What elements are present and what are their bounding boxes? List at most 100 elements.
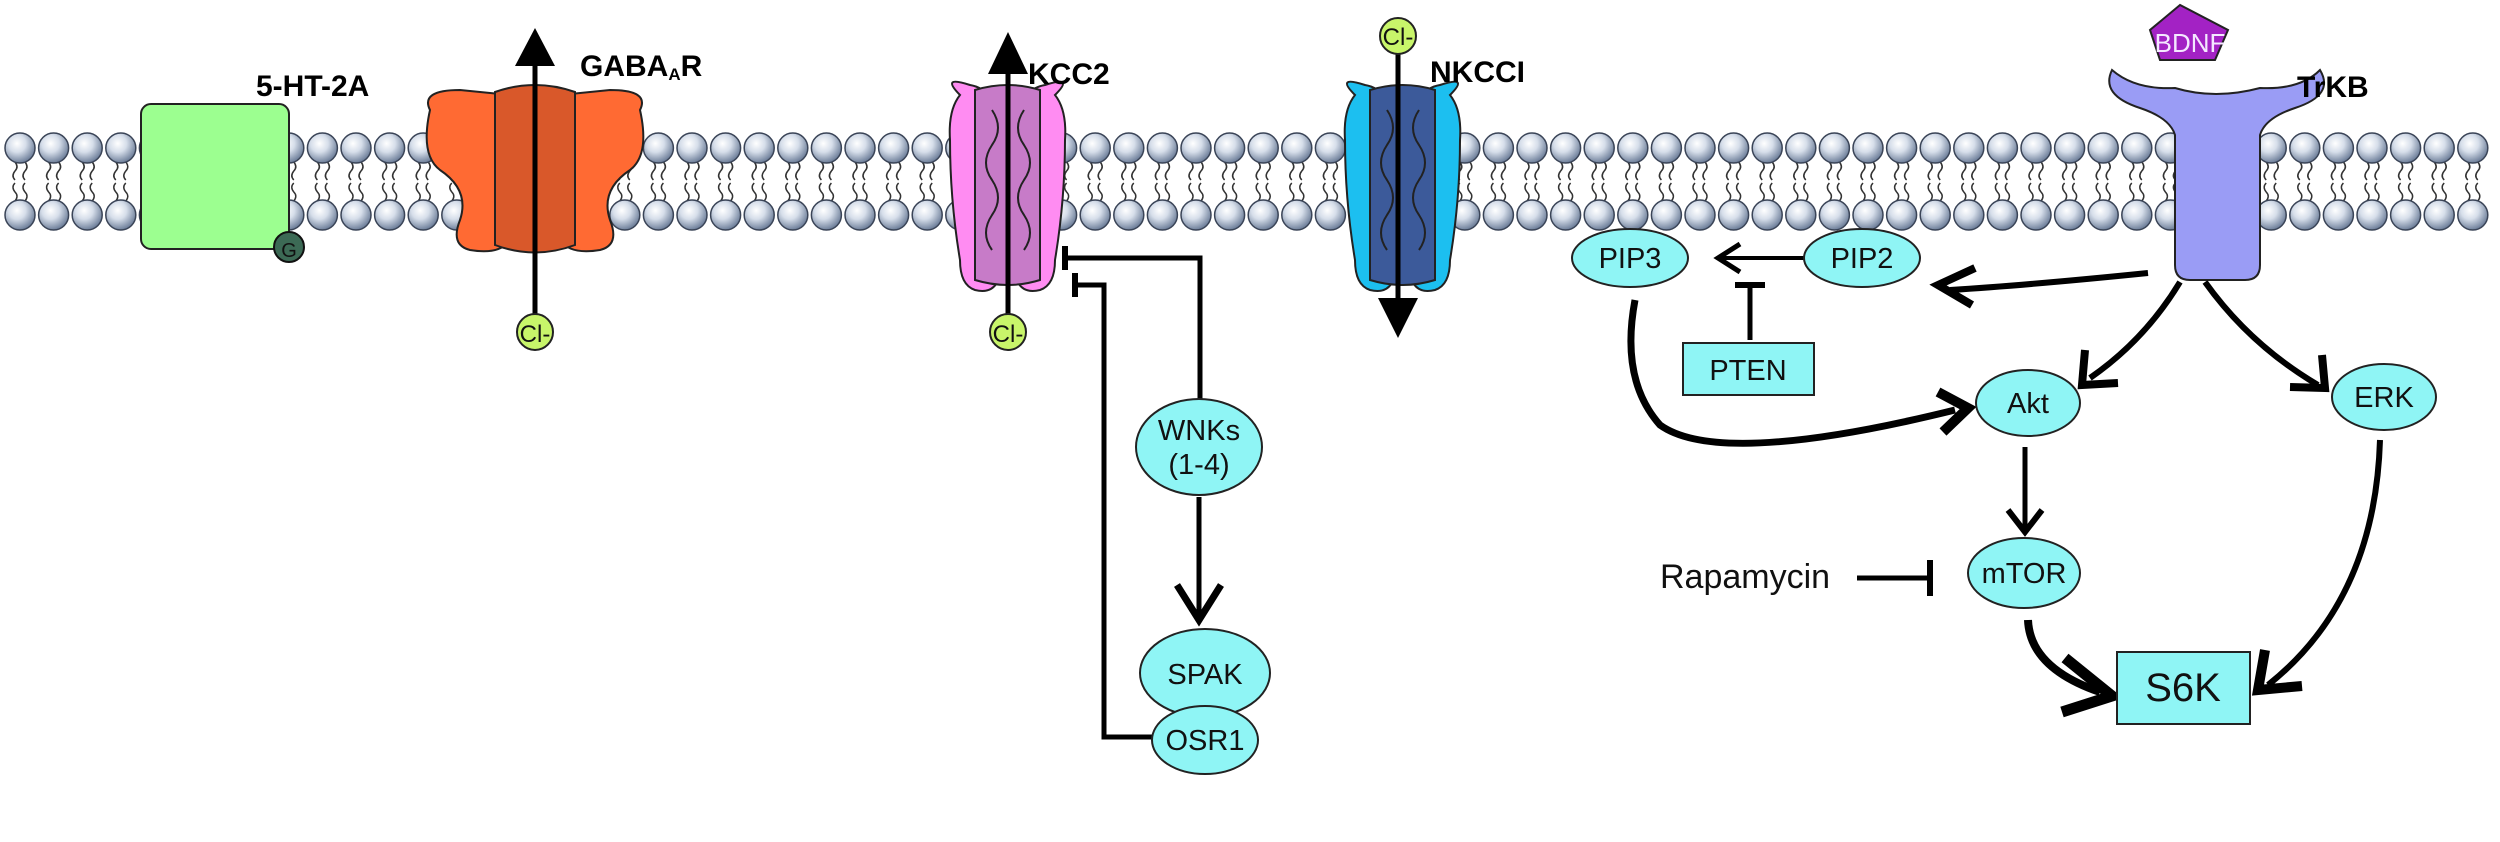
lipid-tail [751,182,757,202]
lipid-tail [55,182,62,202]
lipid-tail [1332,182,1339,202]
lipid-tail [818,182,825,202]
lipid-tail [79,161,85,181]
lipid-tail [1154,182,1161,202]
lipid-tail [2407,161,2414,181]
lipid-tail [2095,161,2101,181]
lipid-tail [1658,161,1665,181]
lipid-tail [1490,182,1497,202]
lipid-head [1583,132,1615,164]
lipid-tail [2105,161,2111,181]
lipid-head [743,132,775,164]
lipid-head [1180,132,1212,164]
lipid-tail [1971,161,1977,181]
lipid-tail [2273,182,2279,202]
lipid-head [1281,132,1313,164]
lipid-head [1146,199,1179,231]
trkb-label: TrKB [2297,71,2369,104]
pten-label: PTEN [1709,355,1786,387]
lipid-head [1549,199,1582,231]
gaba-arrowhead-icon [515,28,555,66]
wnks-label: WNKs [1158,415,1240,447]
lipid-tail [45,182,52,202]
lipid-head [1953,132,1985,164]
pten-node [1682,342,1815,396]
lipid-tail [1121,161,1127,181]
lipid-head [2020,199,2052,231]
lipid-tail [2297,161,2303,181]
lipid-head [2389,199,2422,231]
lipid-tail [1769,182,1775,202]
lipid-tail [2105,182,2111,202]
lipid-tail [1322,161,1329,181]
lipid-tail [895,161,902,181]
lipid-tail [2028,161,2034,181]
lipid-tail [1231,161,1238,181]
wnk-to-spak-arrowhead-icon [1174,583,1224,627]
lipid-tail [391,161,398,181]
lipid-tail [2263,182,2269,202]
lipid-head [2389,132,2422,164]
s6k-node [2116,651,2251,725]
lipid-head [2053,132,2086,164]
lipid-tail [1692,182,1698,202]
lipid-tail [291,182,297,202]
lipid-head [1516,199,1548,231]
lipid-head [2423,199,2455,231]
lipid-tail [2071,161,2078,181]
lipid-tail [123,182,129,202]
lipid-tail [2038,161,2044,181]
trkb-body [2108,68,2326,281]
kcc2-wave-left [985,109,999,251]
lipid-tail [751,161,757,181]
lipid-tail [929,182,935,202]
lipid-head [877,132,910,164]
bdnf-label: BDNF [2155,28,2226,58]
lipid-tail [1994,161,2001,181]
pip3-node [1571,228,1689,288]
lipid-head [1146,132,1179,164]
lipid-head [1482,199,1515,231]
lipid-head [1079,132,1111,164]
lipid-tail [324,182,331,202]
lipid-head [1751,199,1783,231]
lipid-tail [1164,182,1171,202]
lipid-tail [381,182,388,202]
lipid-tail [2129,161,2135,181]
lipid-tail [1668,182,1675,202]
mtor-to-s6k-arrowhead-icon [2060,653,2124,718]
lipid-tail [828,161,835,181]
lipid-head [2356,199,2388,231]
lipid-tail [1725,161,1732,181]
lipid-tail [1870,161,1876,181]
mtor-to-s6k-line [2024,619,2102,696]
cl-ion-icon [989,313,1027,351]
lipid-head [844,132,876,164]
lipid-tail [2431,182,2437,202]
lipid-head [1247,132,1279,164]
pip3-to-akt-arrowhead-icon [1935,387,1977,436]
lipid-tail [1826,161,1833,181]
lipid-head [1885,132,1918,164]
lipid-tail [2061,161,2068,181]
lipid-head [1281,199,1313,231]
lipid-head [2087,132,2119,164]
lipid-head [1852,132,1884,164]
akt-node [1975,369,2081,437]
lipid-tail [1567,182,1574,202]
lipid-head [1516,132,1548,164]
nkcc-cl-label: Cl- [1383,24,1414,51]
lipid-head [37,132,70,164]
lipid-tail [684,182,690,202]
pip3-to-akt-line [1627,299,1956,447]
lipid-tail [358,182,364,202]
lipid-tail [1836,182,1843,202]
erk-node [2331,363,2437,431]
kcc2-wave-right [1017,109,1031,251]
lipid-head [709,132,742,164]
lipid-tail [2374,161,2380,181]
lipid-tail [1658,182,1665,202]
lipid-head [2457,132,2489,164]
lipid-tail [1265,182,1271,202]
mtor-label: mTOR [1982,558,2067,590]
